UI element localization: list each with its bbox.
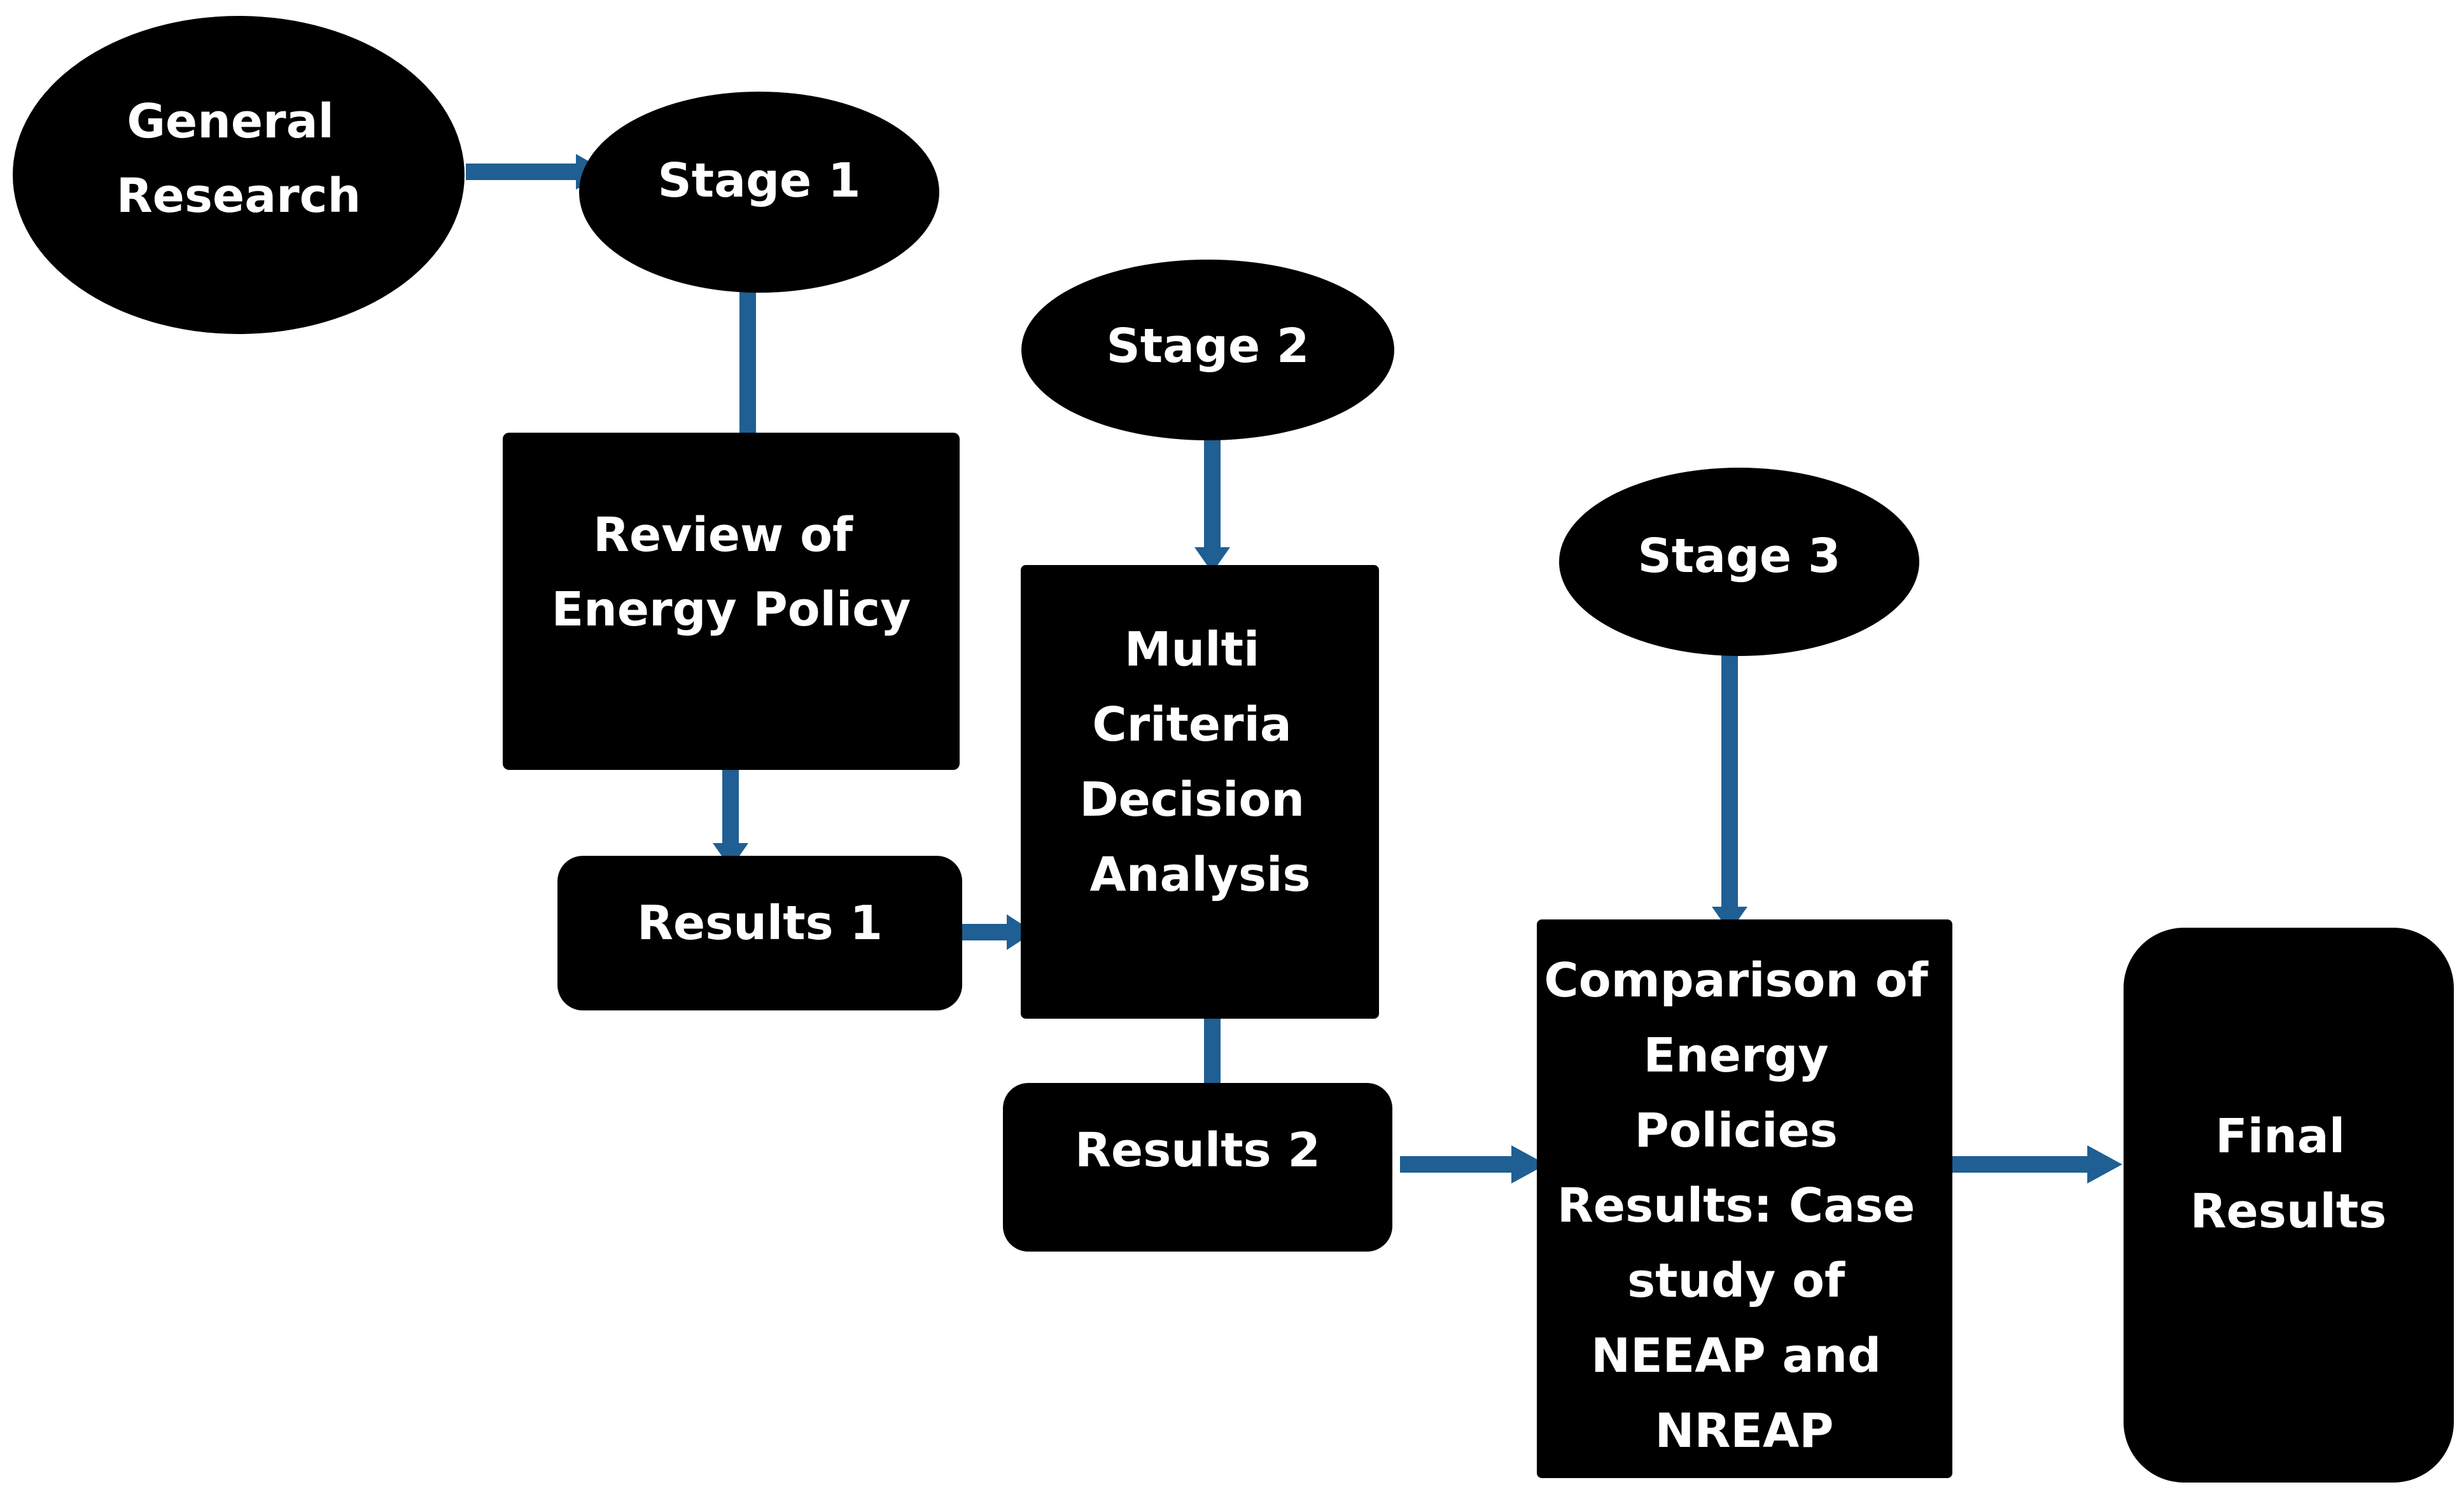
arrow-results-1-to-mcda	[955, 914, 1034, 950]
node-comparison-line-5: study of	[1627, 1253, 1845, 1308]
node-results-1: Results 1	[557, 856, 962, 1010]
arrow-stage-1-to-review	[730, 286, 766, 458]
node-mcda-line-4: Analysis	[1090, 848, 1311, 902]
node-comparison-line-3: Policies	[1634, 1103, 1837, 1158]
arrow-results-2-to-comparison	[1400, 1145, 1546, 1183]
arrow-review-to-results-1	[713, 757, 748, 869]
node-review-energy-policy-label: Review of Energy Policy	[552, 508, 911, 637]
node-comparison: Comparison of Energy Policies Results: C…	[1537, 919, 1952, 1478]
node-results-2-label: Results 2	[1075, 1123, 1320, 1178]
node-general-research: General Research	[13, 16, 465, 334]
node-results-1-line-1: Results 1	[637, 896, 883, 951]
node-mcda-label: Multi Criteria Decision Analysis	[1079, 622, 1321, 902]
node-stage-2-line-1: Stage 2	[1106, 319, 1309, 374]
node-final-results-label: Final Results	[2190, 1109, 2387, 1239]
node-general-research-line-2: Research	[116, 169, 361, 223]
node-results-2-line-1: Results 2	[1075, 1123, 1320, 1178]
node-stage-3-label: Stage 3	[1637, 529, 1840, 583]
node-final-results: Final Results	[2124, 928, 2454, 1483]
node-comparison-line-1: Comparison of	[1544, 953, 1928, 1008]
node-stage-3-line-1: Stage 3	[1637, 529, 1840, 583]
node-review-energy-policy-line-2: Energy Policy	[552, 582, 911, 637]
node-comparison-line-4: Results: Case	[1557, 1178, 1915, 1233]
node-general-research-line-1: General	[127, 94, 334, 149]
node-review-energy-policy-line-1: Review of	[593, 508, 853, 562]
node-stage-2: Stage 2	[1021, 260, 1394, 440]
arrow-stage-2-to-mcda	[1194, 433, 1230, 573]
node-comparison-line-2: Energy	[1644, 1028, 1829, 1083]
node-general-research-label: General Research	[116, 94, 361, 223]
node-mcda-line-2: Criteria	[1092, 697, 1292, 752]
node-final-results-line-1: Final	[2215, 1109, 2345, 1164]
node-review-energy-policy: Review of Energy Policy	[503, 433, 960, 770]
node-results-1-label: Results 1	[637, 896, 883, 951]
node-stage-3: Stage 3	[1559, 468, 1919, 656]
node-comparison-line-7: NREAP	[1655, 1404, 1834, 1458]
arrow-comparison-to-final	[1947, 1145, 2122, 1183]
node-mcda: Multi Criteria Decision Analysis	[1021, 565, 1379, 1019]
node-mcda-line-3: Decision	[1079, 772, 1305, 827]
node-comparison-label: Comparison of Energy Policies Results: C…	[1544, 953, 1944, 1458]
node-stage-1-label: Stage 1	[657, 153, 860, 208]
node-comparison-line-6: NEEAP and	[1591, 1329, 1881, 1383]
node-stage-2-label: Stage 2	[1106, 319, 1309, 374]
node-stage-1-line-1: Stage 1	[657, 153, 860, 208]
node-mcda-line-1: Multi	[1124, 622, 1259, 677]
node-final-results-line-2: Results	[2190, 1184, 2387, 1239]
arrow-stage-3-to-comparison	[1712, 655, 1747, 932]
node-results-2: Results 2	[1003, 1083, 1392, 1252]
node-stage-1: Stage 1	[579, 92, 939, 293]
